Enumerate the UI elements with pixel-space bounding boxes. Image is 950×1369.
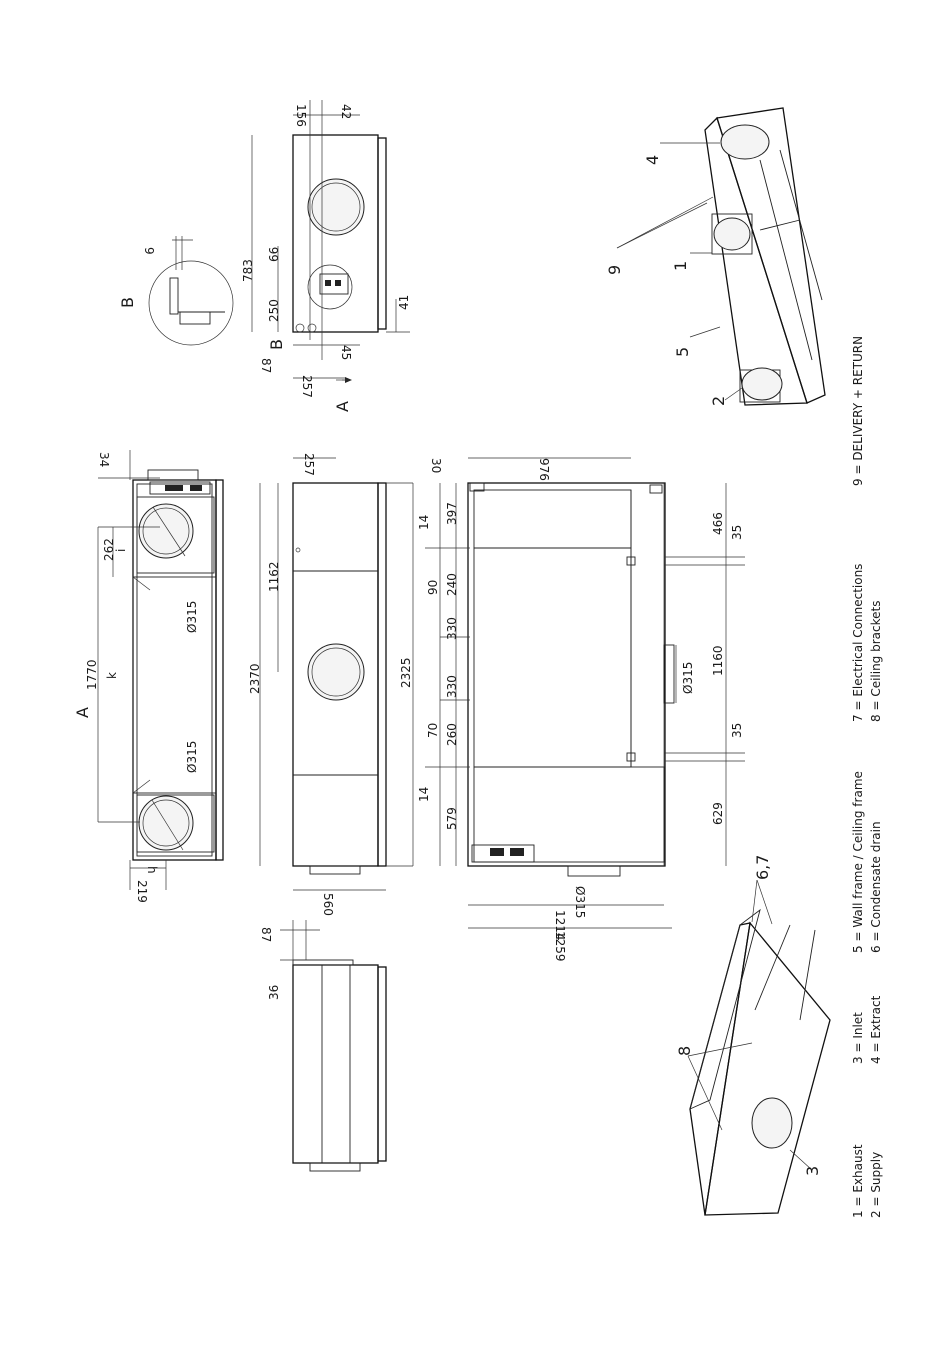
dim-90: 90 <box>426 580 440 595</box>
dim-d315-c: Ø315 <box>681 662 695 694</box>
iso-duct-exhaust <box>713 217 751 251</box>
dim-466: 466 <box>711 512 725 535</box>
dim-9: 9 <box>142 247 156 255</box>
dim-d315-a: Ø315 <box>185 601 199 633</box>
dimension-labels: 34 262 i 1770 k Ø315 Ø315 219 h 257 1162… <box>85 104 744 1000</box>
dim-257-side: 257 <box>300 375 314 398</box>
dim-42: 42 <box>339 104 353 119</box>
end-view-b <box>251 100 410 383</box>
dim-260: 260 <box>445 723 459 746</box>
iso-view-top <box>616 107 826 406</box>
iso-duct-supply <box>741 367 783 401</box>
dim-d315-d: Ø315 <box>573 886 587 918</box>
view-title-b: B <box>118 297 137 308</box>
dim-66: 66 <box>267 247 281 262</box>
legend-delivery-return: 9 = DELIVERY + RETURN <box>851 336 865 486</box>
dim-35-b: 35 <box>730 723 744 738</box>
dim-41: 41 <box>397 295 411 310</box>
dim-330-b: 330 <box>445 675 459 698</box>
legend: 1 = Exhaust 2 = Supply 3 = Inlet 4 = Ext… <box>851 336 883 1218</box>
dim-219: 219 <box>135 880 149 903</box>
legend-brackets: 8 = Ceiling brackets <box>869 601 883 722</box>
legend-exhaust: 1 = Exhaust <box>851 1144 865 1218</box>
dim-34: 34 <box>97 452 111 467</box>
legend-condensate: 6 = Condensate drain <box>869 821 883 953</box>
dim-14-b: 14 <box>417 787 431 802</box>
view-title-a: A <box>73 707 92 718</box>
callout-4: 4 <box>643 155 662 165</box>
dim-d315-b: Ø315 <box>185 741 199 773</box>
legend-extract: 4 = Extract <box>869 995 883 1064</box>
callout-2: 2 <box>709 396 728 406</box>
dim-1259: 1259 <box>553 931 567 962</box>
iso-duct-inlet <box>751 1097 793 1149</box>
dim-1160: 1160 <box>711 645 725 676</box>
dim-560: 560 <box>321 893 335 916</box>
dim-330-a: 330 <box>445 617 459 640</box>
callout-numbers: 4 9 1 5 2 6,7 8 3 <box>605 155 822 1176</box>
callout-9: 9 <box>605 265 624 275</box>
dim-629: 629 <box>711 802 725 825</box>
iso-duct-extract <box>720 124 770 160</box>
dim-h: h <box>145 866 159 874</box>
dim-1770: 1770 <box>85 659 99 690</box>
detail-b <box>148 236 234 346</box>
top-view-a <box>97 450 224 890</box>
dim-262: 262 <box>102 538 116 561</box>
legend-inlet: 3 = Inlet <box>851 1012 865 1064</box>
dim-1214: 1214 <box>553 910 567 941</box>
side-view-long <box>259 457 414 891</box>
dim-87-b: 87 <box>259 927 273 942</box>
dim-1162: 1162 <box>267 561 281 592</box>
dim-2325: 2325 <box>399 657 413 688</box>
dim-70: 70 <box>426 723 440 738</box>
dim-87-a: 87 <box>259 358 273 373</box>
legend-electrical: 7 = Electrical Connections <box>851 564 865 722</box>
dim-i: i <box>114 549 128 552</box>
view-titles: A B B A <box>73 297 352 718</box>
view-marker-a: A <box>333 401 352 412</box>
dim-976: 976 <box>537 458 551 481</box>
dim-783: 783 <box>241 259 255 282</box>
legend-supply: 2 = Supply <box>869 1152 883 1218</box>
plan-view <box>425 457 745 929</box>
duct-extract-top-view <box>138 503 194 559</box>
dim-240: 240 <box>445 573 459 596</box>
side-view-bottom <box>280 920 387 1172</box>
duct-end-view <box>307 178 365 236</box>
dim-250: 250 <box>267 299 281 322</box>
dim-257-top: 257 <box>302 453 316 476</box>
dim-397: 397 <box>445 502 459 525</box>
callout-6-7: 6,7 <box>753 855 772 880</box>
dim-579: 579 <box>445 807 459 830</box>
dim-30: 30 <box>429 458 443 473</box>
dim-2370: 2370 <box>248 663 262 694</box>
dim-36: 36 <box>267 985 281 1000</box>
callout-3: 3 <box>803 1166 822 1176</box>
iso-view-bottom <box>687 879 831 1216</box>
dim-k: k <box>105 672 119 679</box>
view-title-b-end: B <box>267 339 286 350</box>
callout-8: 8 <box>675 1046 694 1056</box>
duct-side-view <box>307 643 365 701</box>
dim-45: 45 <box>339 345 353 360</box>
dim-35-a: 35 <box>730 525 744 540</box>
legend-wall-frame: 5 = Wall frame / Ceiling frame <box>851 771 865 953</box>
dim-14-a: 14 <box>417 515 431 530</box>
callout-5: 5 <box>673 347 692 357</box>
dim-156: 156 <box>294 104 308 127</box>
callout-1: 1 <box>671 261 690 271</box>
